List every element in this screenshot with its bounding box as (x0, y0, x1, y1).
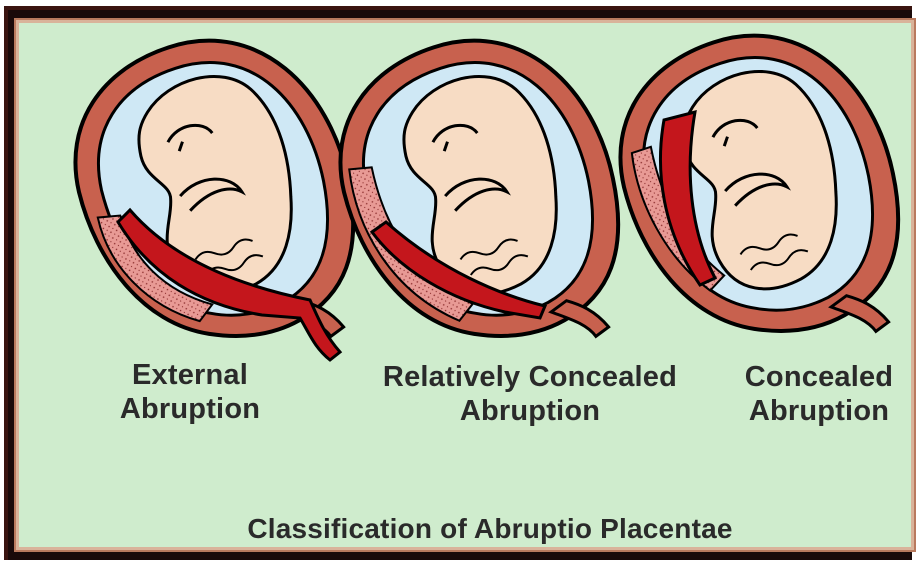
uterus-relatively-concealed (309, 7, 659, 397)
label-concealed-line2: Abruption (726, 394, 912, 428)
label-relatively-concealed-line2: Abruption (340, 394, 720, 428)
label-concealed-line1: Concealed (726, 360, 912, 394)
label-relatively-concealed-abruption: Relatively Concealed Abruption (340, 360, 720, 428)
caption: Classification of Abruptio Placentae (150, 512, 830, 546)
uterus-external-abruption (44, 7, 394, 397)
label-relatively-concealed-line1: Relatively Concealed (340, 360, 720, 394)
label-external-abruption: External Abruption (80, 358, 300, 426)
label-concealed-abruption: Concealed Abruption (726, 360, 912, 428)
uterus-concealed (589, 2, 916, 392)
label-external-line1: External (80, 358, 300, 392)
label-external-line2: Abruption (80, 392, 300, 426)
